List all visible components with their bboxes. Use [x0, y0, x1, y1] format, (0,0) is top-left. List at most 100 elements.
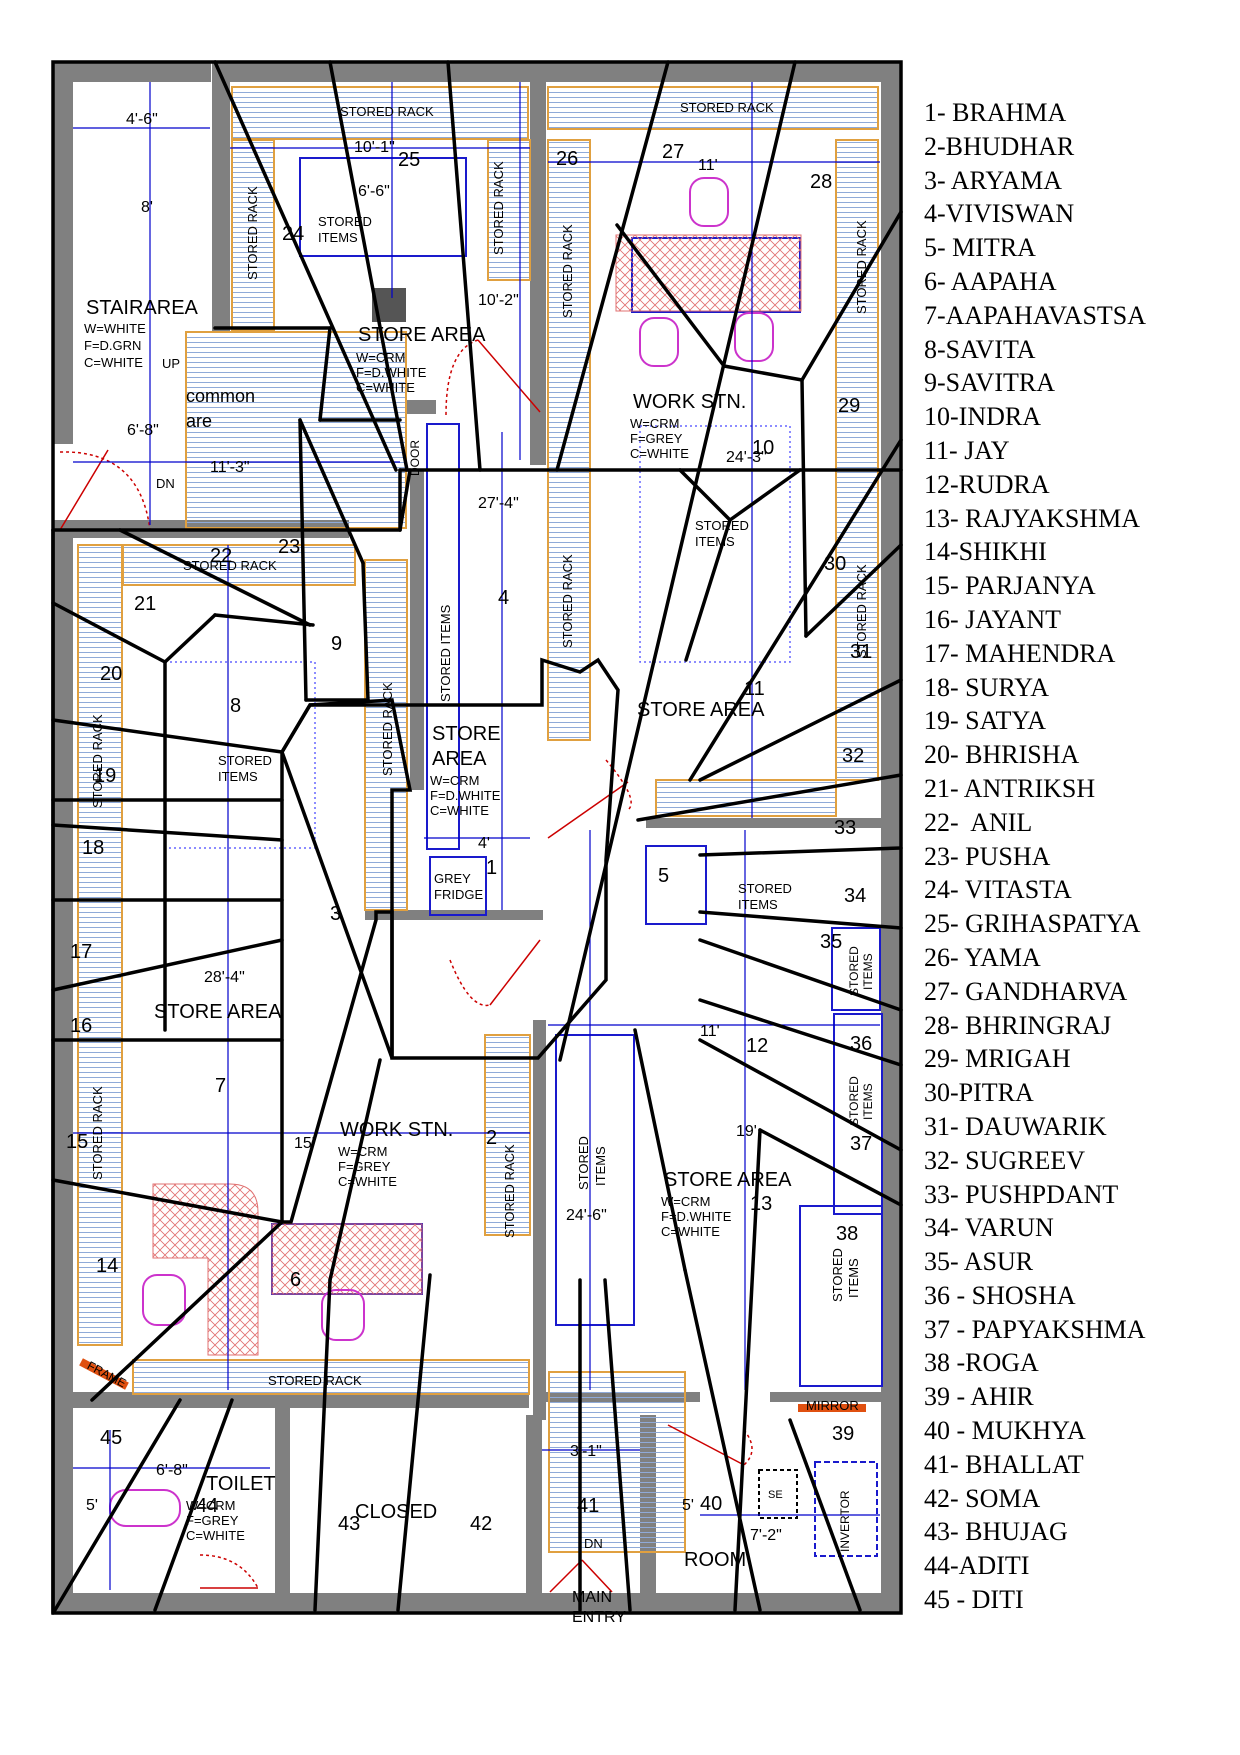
store-area-center-2: AREA	[432, 748, 487, 770]
legend-item: 1- BRAHMA	[924, 98, 1067, 127]
tables	[152, 234, 802, 1356]
stored-rack-v-3: STORED RACK	[560, 224, 575, 318]
dim-stair-h: 8'	[141, 199, 153, 216]
zone-3: 3	[330, 903, 341, 925]
legend-item: 26- YAMA	[924, 942, 1041, 972]
stored-rack-v-6: STORED RACK	[854, 564, 869, 658]
stored-items-right-2: ITEMS	[738, 897, 778, 912]
legend-item: 42- SOMA	[924, 1483, 1041, 1513]
zone-31: 31	[850, 641, 872, 663]
zone-6: 6	[290, 1269, 301, 1291]
work-finish-top-1: W=CRM	[630, 416, 679, 431]
dim-common-h: 6'-8"	[127, 422, 159, 439]
zone-40: 40	[700, 1493, 722, 1515]
toilet-label: TOILET	[206, 1473, 276, 1495]
work-finish-top-3: C=WHITE	[630, 446, 689, 461]
zone-1: 1	[486, 857, 497, 879]
zone-25: 25	[398, 149, 420, 171]
room-label: ROOM	[684, 1549, 746, 1571]
mirror-strip	[798, 1404, 866, 1412]
legend-item: 27- GANDHARVA	[924, 976, 1128, 1006]
zone-21: 21	[134, 593, 156, 615]
store-finish-c-3: C=WHITE	[430, 803, 489, 818]
legend-item: 32- SUGREEV	[924, 1145, 1086, 1175]
zone-35: 35	[820, 931, 842, 953]
toilet-finish-3: C=WHITE	[186, 1528, 245, 1543]
legend-item: 12-RUDRA	[924, 469, 1050, 499]
store-finish-br-3: C=WHITE	[661, 1224, 720, 1239]
legend-item: 41- BHALLAT	[924, 1449, 1084, 1479]
stored-items-v-6: STORED	[847, 1076, 861, 1126]
stored-rack-v-10: STORED RACK	[502, 1144, 517, 1238]
dim-work-top-h: 24'-3"	[726, 449, 767, 466]
legend-item: 8-SAVITA	[924, 334, 1036, 364]
dim-work-bottom-w: 15'	[294, 1135, 315, 1152]
legend-item: 38 -ROGA	[924, 1348, 1039, 1378]
legend-item: 15- PARJANYA	[924, 571, 1096, 601]
legend-item: 34- VARUN	[924, 1213, 1054, 1243]
legend-item: 23- PUSHA	[924, 841, 1051, 871]
dim-toilet-h: 5'	[86, 1497, 98, 1514]
toilet-finish-1: W=CRM	[186, 1498, 235, 1513]
frame-strip	[79, 1358, 129, 1390]
zone-32: 32	[842, 745, 864, 767]
store-area-right: STORE AREA	[637, 699, 765, 721]
store-area-center-1: STORE	[432, 723, 501, 745]
stair-finish-2: F=D.GRN	[84, 338, 141, 353]
legend-item: 36 - SHOSHA	[924, 1280, 1076, 1310]
legend-item: 6- AAPAHA	[924, 266, 1057, 296]
room-labels: STAIRAREA W=WHITE F=D.GRN C=WHITE common…	[84, 100, 875, 1626]
closed-label: CLOSED	[355, 1501, 437, 1523]
legend-item: 20- BHRISHA	[924, 740, 1080, 770]
main-entry-label-2: ENTRY	[572, 1609, 626, 1626]
zone-20: 20	[100, 663, 122, 685]
dim-mid-h: 19'	[736, 1123, 757, 1140]
dim-stair-w: 4'-6"	[126, 111, 158, 128]
grey-fridge-2: FRIDGE	[434, 887, 483, 902]
zone-5: 5	[658, 865, 669, 887]
zone-2: 2	[486, 1127, 497, 1149]
zone-16: 16	[70, 1015, 92, 1037]
dn-entry-label: DN	[584, 1536, 603, 1551]
zone-24: 24	[282, 223, 304, 245]
legend-item: 44-ADITI	[924, 1551, 1030, 1581]
store-finish-br-1: W=CRM	[661, 1194, 710, 1209]
legend-item: 45 - DITI	[924, 1585, 1024, 1615]
legend-item: 22- ANIL	[924, 807, 1033, 837]
legend-item: 4-VIVISWAN	[924, 199, 1075, 229]
zone-7: 7	[215, 1075, 226, 1097]
legend-item: 11- JAY	[924, 435, 1010, 465]
zone-17: 17	[70, 941, 92, 963]
legend-item: 9-SAVITRA	[924, 368, 1055, 398]
dotted-areas	[164, 425, 791, 849]
main-entry-label-1: MAIN	[572, 1589, 612, 1606]
stair-area-label: STAIRAREA	[86, 297, 199, 319]
door-v: DOOR	[408, 440, 422, 476]
dim-mid-w: 11'	[700, 1023, 720, 1040]
legend-item: 28- BHRINGRAJ	[924, 1010, 1112, 1040]
work-stn-top: WORK STN.	[633, 391, 746, 413]
dim-left-h: 28'-4"	[204, 969, 245, 986]
dn-label: DN	[156, 476, 175, 491]
toilet-finish-2: F=GREY	[186, 1513, 239, 1528]
zone-45: 45	[100, 1427, 122, 1449]
work-finish-bottom-1: W=CRM	[338, 1144, 387, 1159]
stored-items-v-7: ITEMS	[861, 1083, 875, 1120]
legend-item: 7-AAPAHAVASTSA	[924, 300, 1147, 330]
legend-item: 17- MAHENDRA	[924, 638, 1116, 668]
zone-34: 34	[844, 885, 866, 907]
dim-store-top-h: 10'-2"	[478, 292, 519, 309]
dim-work-top-w: 11'	[698, 157, 718, 174]
store-finish-tl-3: C=WHITE	[356, 380, 415, 395]
zone-37: 37	[850, 1133, 872, 1155]
dimension-lines	[73, 82, 880, 1590]
zone-15: 15	[66, 1131, 88, 1153]
work-finish-top-2: F=GREY	[630, 431, 683, 446]
zone-28: 28	[810, 171, 832, 193]
vastu-zone-lines	[51, 60, 903, 1615]
dim-mid-items-h: 24'-6"	[566, 1207, 607, 1224]
zone-33: 33	[834, 817, 856, 839]
stored-rack-v-5: STORED RACK	[560, 554, 575, 648]
stored-rack-v-1: STORED RACK	[245, 186, 260, 280]
